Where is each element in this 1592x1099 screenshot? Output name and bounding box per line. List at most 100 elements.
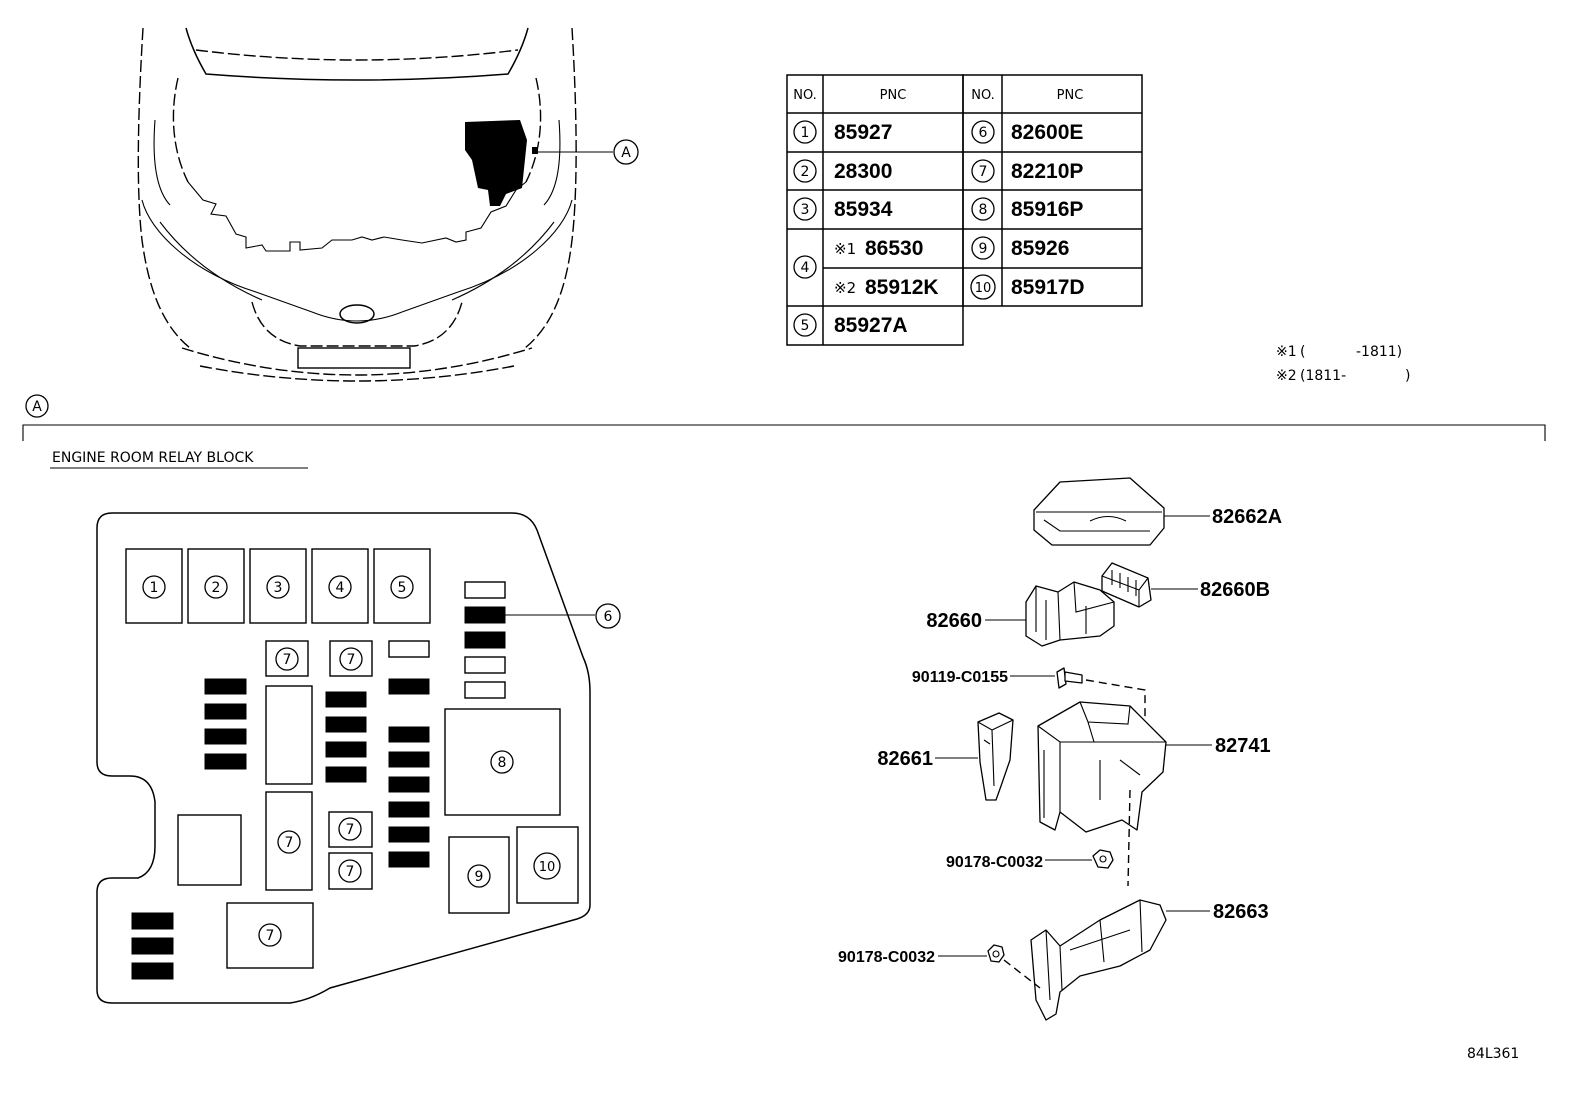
relay-2: 2 — [187, 548, 245, 624]
row-variant-mark: ※2 — [834, 279, 856, 297]
fuse-column-6: 6 — [464, 581, 621, 699]
relay-label: 7 — [346, 864, 355, 880]
row-number: 8 — [979, 202, 988, 218]
fuse — [464, 606, 506, 624]
row-pnc: 85916P — [1011, 198, 1083, 221]
part-number: 82660B — [1200, 579, 1270, 601]
table-row: 9 85926 — [971, 236, 1069, 260]
car-body-left — [137, 27, 191, 349]
table-row: 10 85917D — [970, 274, 1085, 300]
fuse — [204, 703, 247, 720]
relay-bracket: 82661 — [877, 712, 1014, 801]
fuse-stack — [388, 678, 430, 868]
relay-4: 4 — [311, 548, 369, 624]
fuse — [325, 691, 367, 708]
fuse-holder: 82660 — [926, 581, 1115, 647]
section-callout-circle — [25, 394, 49, 418]
headlight-left — [141, 199, 257, 293]
table-row: 2 28300 — [793, 159, 892, 183]
fuse — [388, 726, 430, 743]
car-overview: A — [137, 27, 639, 382]
fuse-slot — [464, 581, 506, 599]
location-callout-label: A — [621, 145, 631, 161]
relay-5: 5 — [373, 548, 431, 624]
table-row: 6 82600E — [971, 120, 1083, 144]
relay-label: 7 — [285, 835, 294, 851]
engine-bay-edge — [187, 181, 527, 252]
bumper-inner — [199, 365, 515, 382]
row-number: 3 — [801, 202, 810, 218]
part-number: 90178-C0032 — [946, 854, 1043, 871]
location-dot — [532, 147, 538, 154]
row-number-circle — [793, 159, 817, 183]
row-pnc: 82600E — [1011, 121, 1083, 144]
relay-label: 7 — [266, 928, 275, 944]
fuse — [388, 826, 430, 843]
relay-slot — [177, 814, 242, 886]
row-number: 9 — [979, 241, 988, 257]
relay-block-housing: 82741 — [1037, 701, 1271, 887]
row-number-circle — [971, 197, 995, 221]
table-row: 5 85927A — [793, 313, 908, 337]
fuse-stack — [325, 691, 367, 783]
relay-9: 9 — [448, 836, 510, 914]
fender-right — [543, 119, 561, 206]
headlight-right — [457, 199, 573, 293]
relay-label: 7 — [346, 822, 355, 838]
fuse — [325, 741, 367, 758]
relay-8: 8 — [444, 708, 561, 816]
part-number: 82661 — [877, 748, 933, 770]
fuse-slot — [388, 640, 430, 658]
fuse-callout-label: 6 — [604, 609, 613, 625]
table-row: 1 85927 — [793, 120, 892, 144]
footnote-open: ( — [1300, 344, 1305, 360]
fuse — [204, 678, 247, 695]
fuse — [131, 962, 174, 980]
bolt: 90119-C0155 — [912, 667, 1146, 722]
header-pnc-right: PNC — [1057, 88, 1084, 103]
row-number-circle — [971, 236, 995, 260]
relay-10: 10 — [516, 826, 579, 904]
footnote-mark: ※1 — [1276, 344, 1297, 360]
relay-label: 1 — [150, 580, 159, 596]
fuse — [204, 728, 247, 745]
row-pnc: 85926 — [1011, 237, 1069, 260]
bumper-outer — [181, 347, 533, 376]
exploded-parts: 82662A 82660B 82660 90119-C0155 — [838, 477, 1282, 1021]
row-number-circle — [971, 120, 995, 144]
headlight-right-inner — [451, 221, 555, 301]
relay-label: 7 — [347, 652, 356, 668]
header-no-right: NO. — [971, 88, 995, 103]
section-bracket — [22, 424, 1546, 441]
row-number: 6 — [979, 125, 988, 141]
row-number-circle — [793, 197, 817, 221]
pnc-table: NO. PNC NO. PNC 1 85927 2 28300 3 85934 … — [786, 74, 1143, 346]
relay-block-layout: 1 2 3 4 5 — [96, 512, 621, 1004]
relay-label: 8 — [498, 755, 507, 771]
table-row: 3 85934 — [793, 197, 893, 221]
emblem — [339, 304, 375, 324]
fuse — [204, 753, 247, 770]
relay-block-location-marker — [465, 120, 527, 206]
relay-label: 10 — [539, 860, 556, 875]
row-number: 2 — [801, 164, 810, 180]
grille-upper — [255, 291, 459, 322]
footnotes: ※1 ( -1811) ※2 (1811- ) — [1276, 344, 1410, 384]
row-pnc: 28300 — [834, 160, 892, 183]
diagram-code: 84L361 — [1467, 1046, 1519, 1062]
fuse-slot — [464, 681, 506, 699]
row-pnc: 85927A — [834, 314, 908, 337]
row-number-circle — [793, 313, 817, 337]
row-number-circle — [793, 120, 817, 144]
fender-left — [153, 119, 171, 206]
fuse-callout-circle — [595, 603, 621, 629]
relay-7: 7 — [265, 640, 309, 677]
header-pnc-left: PNC — [880, 88, 907, 103]
row-pnc: 82210P — [1011, 160, 1083, 183]
relay-7: 7 — [265, 791, 313, 891]
connector-block: 82660B — [1101, 562, 1270, 608]
relay-3: 3 — [249, 548, 307, 624]
fuse — [388, 678, 430, 695]
relay-block-outline — [96, 512, 591, 1004]
